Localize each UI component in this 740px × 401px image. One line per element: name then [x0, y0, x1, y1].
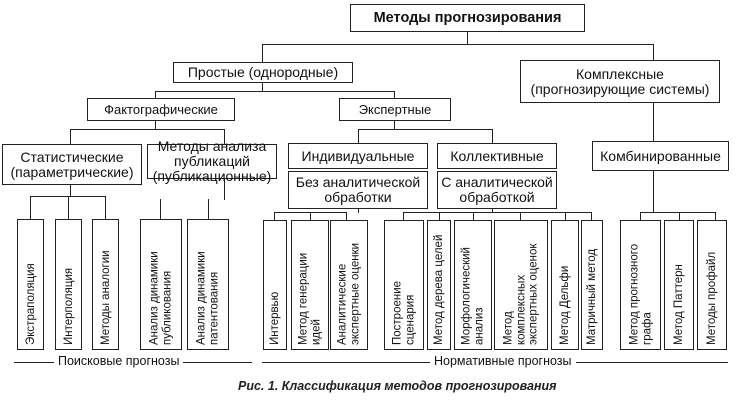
method-analytic-expert-estimates: Аналитические экспертные оценки: [330, 220, 368, 350]
connector: [653, 102, 654, 142]
statistical-box: Статистические (параметрические): [2, 144, 142, 185]
connector: [439, 212, 440, 220]
combined-box: Комбинированные: [592, 141, 729, 171]
method-scenario-building: Построение сценария: [384, 220, 424, 350]
connector: [274, 212, 275, 220]
factographic-box: Фактографические: [87, 98, 235, 121]
method-delphi: Метод Дельфи: [551, 220, 579, 350]
method-patent-dynamics: Анализ динамики патентования: [187, 219, 229, 350]
connector: [640, 212, 716, 213]
connector: [70, 129, 225, 130]
no-analytic-processing-box: Без аналитической обработки: [288, 171, 428, 209]
connector: [520, 212, 521, 220]
connector: [262, 82, 263, 92]
search-forecasts-label: Поисковые прогнозы: [54, 354, 184, 368]
collective-box: Коллективные: [437, 143, 557, 169]
connector: [224, 178, 225, 200]
connector: [70, 184, 71, 197]
complex-methods-box: Комплексные (прогнозирующие системы): [520, 60, 720, 103]
connector: [394, 120, 395, 130]
expert-box: Экспертные: [339, 98, 451, 121]
connector: [358, 208, 359, 213]
method-forecast-graph: Метод прогнозного графа: [620, 220, 661, 350]
connector: [208, 199, 209, 219]
connector: [492, 129, 493, 144]
method-analogy: Методы аналогии: [92, 219, 119, 350]
method-morphological-analysis: Морфологический анализ: [454, 220, 492, 350]
connector: [653, 170, 654, 213]
connector: [403, 212, 592, 213]
connector: [155, 91, 156, 99]
connector: [358, 129, 493, 130]
connector: [473, 212, 474, 220]
connector: [591, 212, 592, 220]
connector: [30, 196, 105, 197]
connector: [155, 91, 395, 92]
normative-forecasts-label: Нормативные прогнозы: [430, 354, 576, 368]
simple-methods-box: Простые (однородные): [173, 62, 353, 83]
connector: [492, 208, 493, 213]
method-goal-tree: Метод дерева целей: [427, 220, 451, 350]
connector: [68, 196, 69, 219]
connector: [105, 196, 106, 219]
connector: [653, 44, 654, 61]
connector: [358, 129, 359, 144]
individual-box: Индивидуальные: [288, 143, 428, 169]
connector: [262, 44, 263, 63]
method-pattern: Метод Паттерн: [664, 220, 694, 350]
connector: [346, 212, 347, 220]
connector: [262, 44, 654, 45]
connector: [310, 212, 311, 220]
method-matrix: Матричный метод: [581, 220, 603, 350]
connector: [467, 31, 468, 45]
with-analytic-processing-box: С аналитической обработкой: [437, 171, 557, 209]
connector: [70, 129, 71, 145]
connector: [160, 199, 161, 219]
method-interview: Интервью: [263, 220, 287, 350]
connector: [640, 212, 641, 220]
root-box: Методы прогнозирования: [350, 4, 585, 32]
connector: [403, 212, 404, 220]
method-publication-dynamics: Анализ динамики публикования: [140, 219, 182, 350]
connector: [155, 120, 156, 130]
connector: [715, 212, 716, 220]
method-complex-expert-estimates: Метод комплексных экспертных оценок: [494, 220, 548, 350]
method-profile: Методы профайл: [697, 220, 727, 350]
connector: [224, 129, 225, 145]
connector: [394, 91, 395, 99]
publication-box: Методы анализа публикаций (публикационны…: [147, 139, 277, 184]
connector: [565, 212, 566, 220]
method-interpolation: Интерполяция: [55, 219, 82, 350]
method-idea-generation: Метод генерации идей: [291, 220, 329, 350]
figure-caption: Рис. 1. Классификация методов прогнозиро…: [238, 379, 557, 393]
connector: [679, 212, 680, 220]
method-extrapolation: Экстраполяция: [17, 219, 44, 350]
connector: [30, 196, 31, 219]
